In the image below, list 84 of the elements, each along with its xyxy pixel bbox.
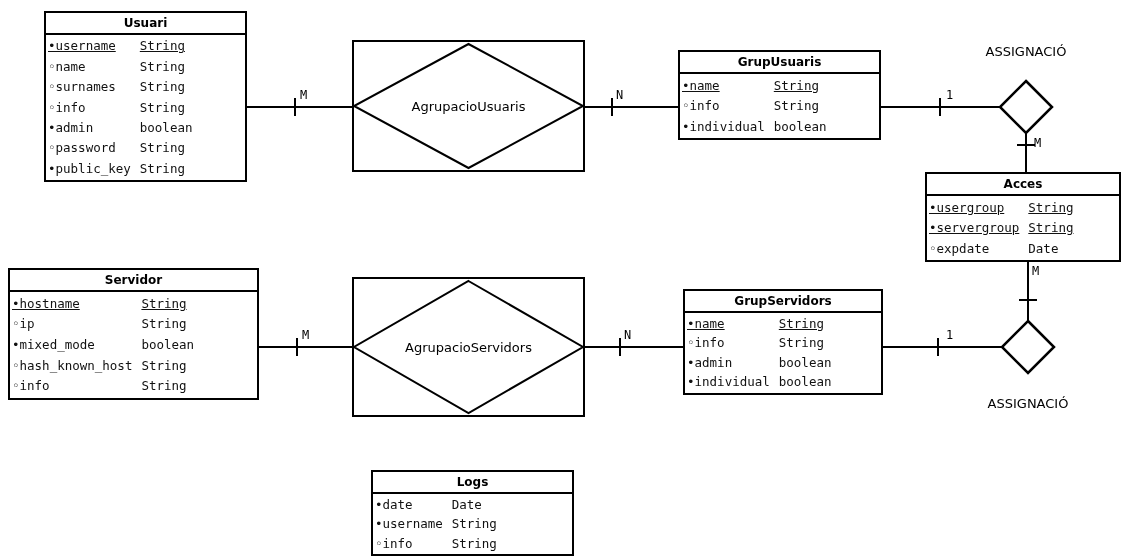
attribute-name: •admin: [48, 118, 95, 137]
attribute-type: String: [139, 139, 186, 158]
table-title: Usuari: [46, 13, 245, 35]
attribute-name: •name: [682, 76, 721, 95]
relationship-name: AgrupacioServidors: [405, 339, 532, 355]
attribute-name: ◦name: [48, 57, 87, 76]
attribute-type: boolean: [778, 353, 832, 372]
relationship-label: ASSIGNACIÓ: [984, 44, 1068, 59]
attribute-type: String: [141, 315, 188, 334]
attribute-name: •hostname: [12, 294, 81, 313]
cardinality-label: M: [300, 88, 308, 102]
attribute-name: ◦ip: [12, 315, 36, 334]
relationship-line: [1018, 261, 1038, 322]
attribute-name: ◦info: [375, 534, 414, 553]
attribute-name: •date: [375, 495, 414, 514]
table-title: GrupServidors: [685, 291, 881, 313]
attribute-name: ◦password: [48, 139, 117, 158]
attribute-name: ◦info: [687, 334, 726, 353]
attribute-type: Date: [1028, 239, 1060, 258]
entity-table: [683, 289, 883, 395]
entity-table: [44, 11, 247, 182]
entity-table: [371, 470, 574, 556]
attribute-name: ◦expdate: [929, 239, 991, 258]
attribute-name: ◦hash_known_host: [12, 356, 133, 375]
attribute-name: •username: [375, 515, 443, 533]
attribute-name: •public_key: [48, 159, 131, 178]
attribute-type: boolean: [778, 373, 832, 392]
attribute-name: •username: [48, 37, 117, 56]
relationship-line: [246, 97, 353, 117]
attribute-name: •individual: [687, 373, 770, 392]
entity-table: [678, 50, 881, 140]
attribute-name: ◦surnames: [48, 78, 117, 97]
attribute-name: •name: [687, 314, 726, 333]
attribute-type: String: [141, 294, 188, 313]
attribute-type: boolean: [139, 118, 193, 137]
relationship-label: ASSIGNACIÓ: [986, 396, 1070, 411]
table-title: Acces: [927, 174, 1119, 196]
attribute-name: •usergroup: [929, 198, 1006, 217]
attribute-type: boolean: [141, 335, 195, 354]
attribute-type: String: [778, 334, 825, 353]
relationship-line: [258, 337, 353, 357]
diamond-symbol: [1002, 321, 1054, 373]
diamond-symbol: [1000, 81, 1052, 133]
relationship-line: [882, 337, 1003, 357]
attribute-type: String: [778, 314, 825, 333]
attribute-type: String: [451, 515, 497, 533]
cardinality-label: N: [624, 328, 632, 342]
relationship-line: [584, 337, 684, 357]
table-title: Logs: [373, 472, 572, 494]
attribute-type: String: [773, 97, 820, 115]
cardinality-label: N: [616, 88, 624, 102]
relationship-name: AgrupacioUsuaris: [411, 98, 526, 114]
attribute-type: String: [139, 57, 186, 76]
table-title: GrupUsuaris: [680, 52, 879, 74]
table-title: Servidor: [10, 270, 257, 292]
cardinality-label: M: [1032, 264, 1040, 278]
attribute-type: String: [139, 78, 186, 97]
attribute-name: ◦info: [48, 98, 87, 117]
attribute-name: ◦info: [12, 377, 51, 396]
attribute-name: •individual: [682, 117, 765, 136]
attribute-type: boolean: [773, 117, 827, 136]
relationship-line: [584, 97, 679, 117]
attribute-type: String: [141, 356, 188, 375]
attribute-name: •servergroup: [929, 219, 1021, 237]
cardinality-label: M: [302, 328, 310, 342]
relationship-line: [880, 97, 1001, 117]
cardinality-label: M: [1034, 136, 1042, 150]
attribute-type: String: [773, 76, 820, 95]
cardinality-label: 1: [946, 328, 954, 342]
attribute-type: String: [451, 534, 497, 553]
relationship-line: [1016, 132, 1036, 173]
attribute-name: ◦info: [682, 97, 721, 115]
attribute-type: String: [139, 159, 186, 178]
attribute-name: •mixed_mode: [12, 335, 96, 354]
entity-table: [8, 268, 259, 400]
cardinality-label: 1: [946, 88, 954, 102]
attribute-type: String: [141, 377, 188, 396]
attribute-type: String: [139, 37, 186, 56]
attribute-type: String: [139, 98, 186, 117]
attribute-name: •admin: [687, 353, 734, 372]
attribute-type: String: [1028, 198, 1074, 217]
attribute-type: String: [1028, 219, 1074, 237]
attribute-type: Date: [451, 495, 483, 514]
entity-table: [925, 172, 1121, 262]
